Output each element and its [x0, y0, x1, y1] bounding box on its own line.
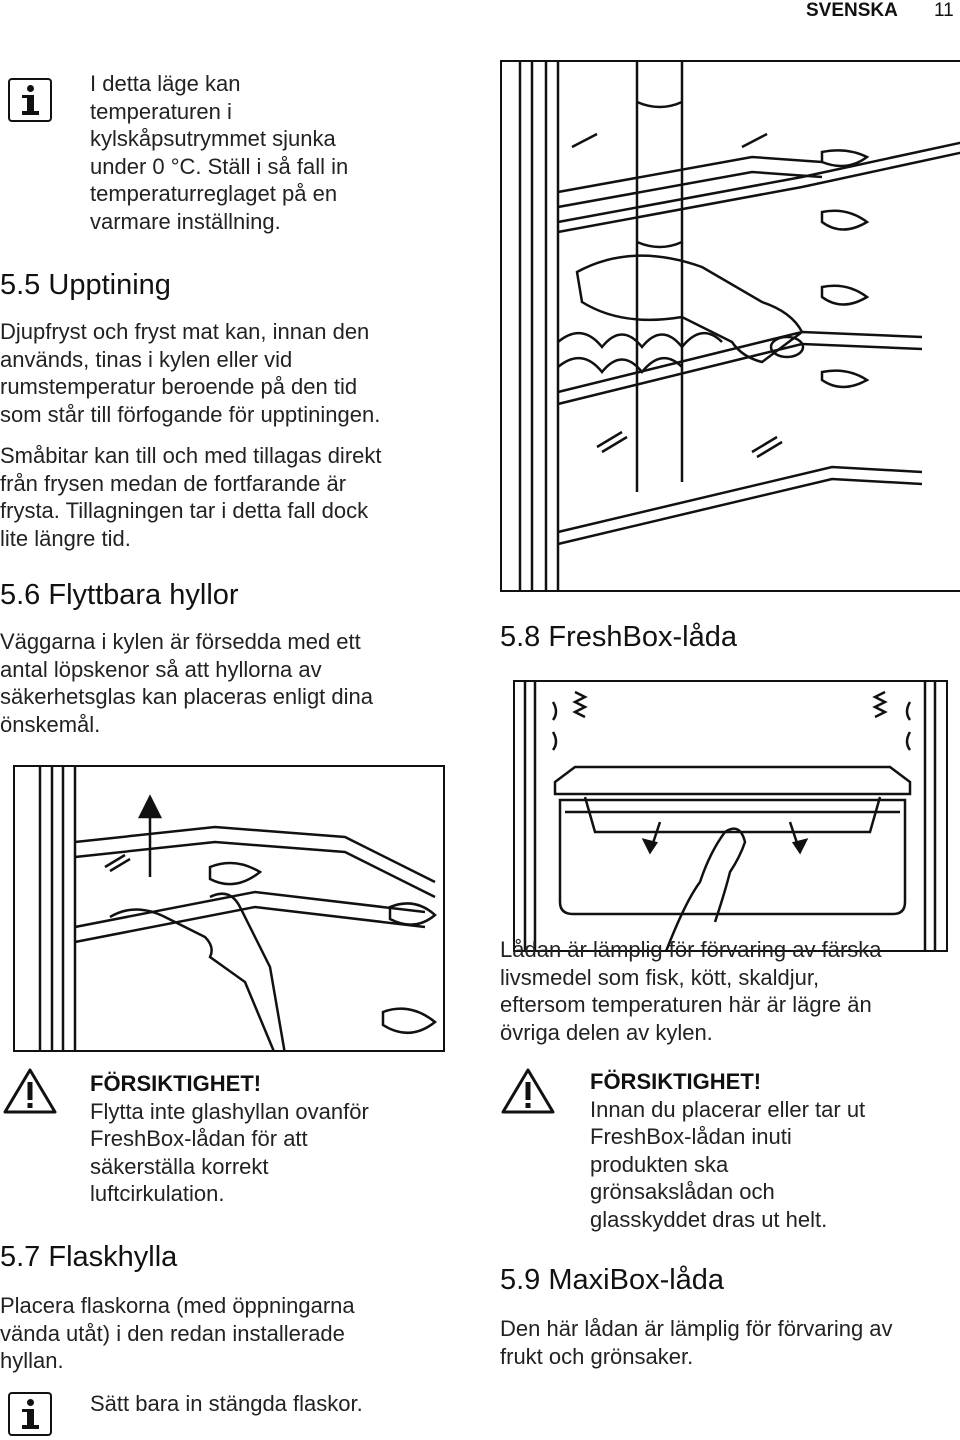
caution-right: FÖRSIKTIGHET! Innan du placerar eller ta… [590, 1069, 866, 1232]
bottle-shelf-illustration [500, 60, 960, 592]
page-number: 11 [934, 0, 954, 21]
info-note-1: I detta läge kan temperaturen i kylskåps… [90, 71, 349, 234]
info-icon [8, 1392, 52, 1436]
warning-icon [501, 1068, 555, 1114]
section-5-7-para: Placera flaskorna (med öppningarna vända… [0, 1293, 355, 1373]
section-heading-5-8: 5.8 FreshBox-låda [500, 621, 737, 653]
info-icon [8, 78, 52, 122]
page-header: SVENSKA 11 [0, 0, 960, 22]
section-heading-5-7: 5.7 Flaskhylla [0, 1241, 178, 1273]
section-5-6-para: Väggarna i kylen är försedda med ett ant… [0, 629, 374, 737]
caution-left: FÖRSIKTIGHET! Flytta inte glashyllan ova… [90, 1071, 369, 1206]
section-heading-5-6: 5.6 Flyttbara hyllor [0, 579, 239, 611]
freshbox-illustration [513, 680, 948, 952]
section-5-8-para: Lådan är lämplig för förvaring av färska… [500, 937, 882, 1045]
section-heading-5-9: 5.9 MaxiBox-låda [500, 1264, 725, 1296]
caution-title: FÖRSIKTIGHET! [90, 1071, 262, 1096]
section-heading-5-5: 5.5 Upptining [0, 269, 171, 301]
section-5-5-para-1: Djupfryst och fryst mat kan, innan den a… [0, 319, 381, 427]
section-5-5-para-2: Småbitar kan till och med tillagas direk… [0, 443, 382, 551]
section-5-9-para: Den här lådan är lämplig för förvaring a… [500, 1316, 893, 1369]
caution-title: FÖRSIKTIGHET! [590, 1069, 762, 1094]
warning-icon [3, 1068, 57, 1114]
info-note-2: Sätt bara in stängda flaskor. [90, 1391, 363, 1416]
removable-shelf-illustration [13, 765, 445, 1052]
language-label: SVENSKA [806, 0, 898, 21]
